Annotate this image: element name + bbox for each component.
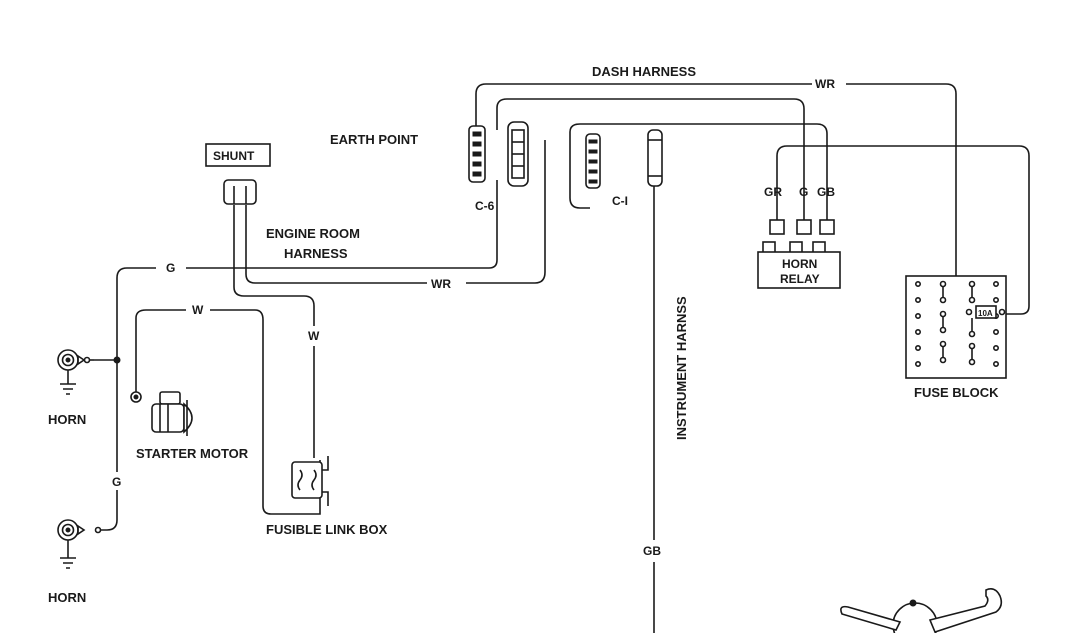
shunt-connector [223, 179, 257, 205]
wire-w-starter [135, 309, 321, 515]
wire-relay-fuse [776, 145, 1030, 315]
engine-room-harness-label-2: HARNESS [284, 246, 348, 261]
wire-gb-dash [569, 123, 828, 177]
connector-c6 [507, 121, 529, 187]
wire-g-lower [100, 360, 118, 531]
starter-motor-icon [130, 391, 193, 436]
wire-label-gb-instrument: GB [643, 544, 661, 558]
horn-upper-label: HORN [48, 412, 86, 427]
wire-g-engine [94, 180, 498, 361]
earth-point-connector [468, 125, 486, 183]
wire-label-gb-relay: GB [817, 185, 835, 199]
fuse-rating-label: 10A [978, 309, 993, 318]
wire-label-g-lower: G [112, 475, 121, 489]
starter-motor-label: STARTER MOTOR [136, 446, 249, 461]
wire-gr-dash [496, 98, 805, 177]
wire-label-g-relay: G [799, 185, 808, 199]
fusible-link-box-label: FUSIBLE LINK BOX [266, 522, 388, 537]
wire-label-wr-dash: WR [815, 77, 835, 91]
wire-label-w-top: W [192, 303, 204, 317]
fusible-link-box-icon [291, 456, 329, 506]
wire-label-g-left: G [166, 261, 175, 275]
instrument-harness-label: INSTRUMENT HARNSS [674, 296, 689, 440]
wiring [84, 83, 1030, 633]
wire-w-shunt [233, 205, 315, 458]
wire-c1-loop [569, 165, 590, 209]
shunt-label: SHUNT [213, 149, 255, 163]
horn-upper-icon [57, 349, 91, 395]
horn-relay-label-1: HORN [782, 257, 817, 271]
fuse-block-contacts [914, 280, 999, 367]
wire-wr-dash [475, 83, 966, 301]
wire-label-wr-engine: WR [431, 277, 451, 291]
shunt-label-box [205, 143, 271, 167]
fuse-block [905, 275, 1007, 379]
instrument-connector [647, 129, 663, 187]
horn-relay [757, 219, 841, 289]
dash-harness-label: DASH HARNESS [592, 64, 696, 79]
wire-wr-engine [245, 140, 546, 284]
wire-label-gr: GR [764, 185, 782, 199]
earth-point-label: EARTH POINT [330, 132, 418, 147]
relay-stubs [776, 177, 828, 220]
horn-relay-label-2: RELAY [780, 272, 820, 286]
junction-dot [113, 356, 121, 364]
engine-room-harness-label-1: ENGINE ROOM [266, 226, 360, 241]
horn-switch-icon [840, 588, 1003, 633]
wire-label-w-right: W [308, 329, 320, 343]
connector-c6-label: C-6 [475, 199, 495, 213]
connector-c1 [585, 133, 601, 189]
connector-c1-label: C-I [612, 194, 628, 208]
fuse-10a [975, 305, 997, 319]
fuse-block-label: FUSE BLOCK [914, 385, 999, 400]
horn-lower-icon [57, 519, 102, 569]
horn-lower-label: HORN [48, 590, 86, 605]
